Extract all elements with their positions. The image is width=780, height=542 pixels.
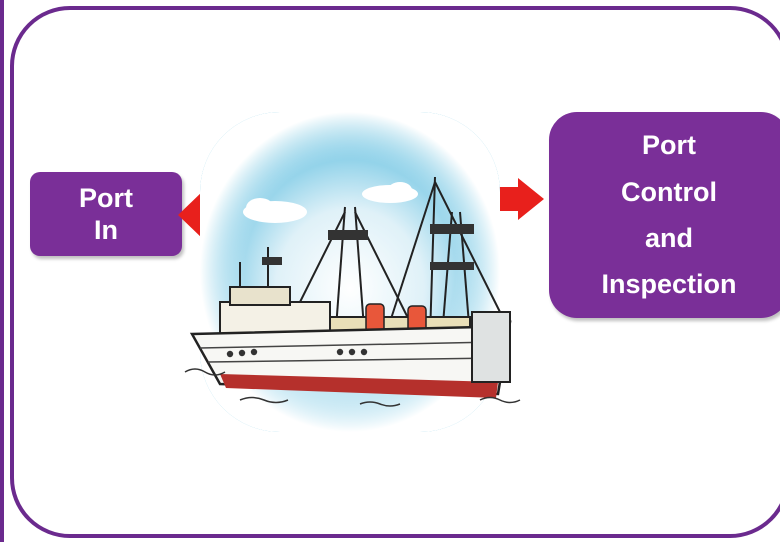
- port-in-box: Port In: [30, 172, 182, 256]
- port-control-line-4: Inspection: [601, 269, 737, 300]
- port-in-line-2: In: [94, 215, 118, 245]
- port-control-line-1: Port: [642, 130, 696, 161]
- port-control-line-2: Control: [621, 176, 717, 207]
- port-in-line-1: Port: [79, 182, 133, 213]
- port-control-box: Port Control and Inspection: [549, 112, 780, 318]
- ship-illustration: [184, 112, 521, 432]
- port-control-line-3: and: [644, 223, 693, 253]
- left-edge-bar: [0, 0, 4, 542]
